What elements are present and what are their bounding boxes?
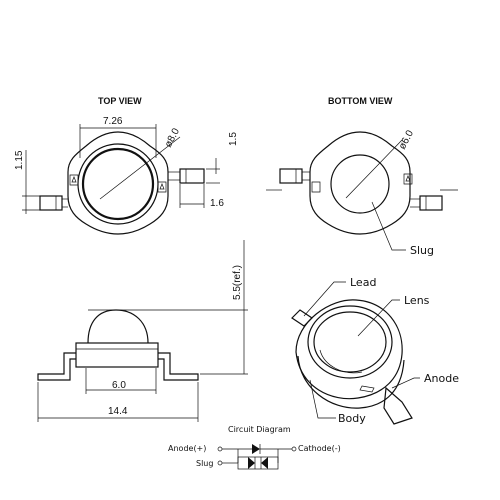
dim-60-label: ø6.0 bbox=[397, 128, 416, 151]
bottom-lead-right bbox=[419, 195, 443, 211]
top-polarity-mark-left bbox=[69, 174, 79, 186]
iso-body-side bbox=[297, 355, 405, 409]
circuit-diode-main bbox=[252, 444, 260, 454]
top-view-title: TOP VIEW bbox=[98, 96, 142, 106]
bottom-lead-left bbox=[279, 168, 303, 184]
bottom-slug bbox=[330, 154, 390, 214]
circuit-diagram: Circuit Diagram Anode(+) Cathode(-) Slug bbox=[168, 425, 341, 470]
iso-lens bbox=[313, 311, 387, 373]
dim-height-ref-label: 5.5(ref.) bbox=[232, 265, 243, 300]
iso-lead-right bbox=[383, 386, 413, 425]
side-lead-right bbox=[158, 352, 199, 381]
slug-label: Slug bbox=[410, 244, 434, 257]
circuit-title: Circuit Diagram bbox=[228, 425, 291, 434]
circuit-cathode-label: Cathode(-) bbox=[298, 444, 341, 453]
bottom-view-title: BOTTOM VIEW bbox=[328, 96, 393, 106]
dim-726-label: 7.26 bbox=[103, 116, 123, 127]
top-lead-left bbox=[39, 195, 63, 211]
top-outer-ring bbox=[77, 143, 159, 225]
bottom-body-outline bbox=[309, 131, 411, 235]
side-lead-left bbox=[37, 352, 76, 381]
slug-leader bbox=[371, 201, 406, 251]
bottom-view: ø6.0 Slug bbox=[266, 128, 458, 257]
top-polarity-mark-right bbox=[157, 181, 167, 193]
top-lead-right bbox=[179, 168, 205, 184]
dim-115-label: 1.15 bbox=[14, 150, 25, 170]
circuit-slug-label: Slug bbox=[196, 459, 213, 468]
body-label: Body bbox=[338, 412, 366, 425]
iso-lens-ring bbox=[307, 305, 393, 379]
lead-label: Lead bbox=[350, 276, 376, 289]
dim-total-144-label: 14.4 bbox=[108, 406, 128, 417]
side-lens-dome bbox=[87, 309, 149, 344]
lens-label: Lens bbox=[404, 294, 430, 307]
top-lens bbox=[81, 147, 155, 221]
dim-lens-60-label: 6.0 bbox=[112, 380, 126, 391]
side-body bbox=[75, 342, 159, 368]
top-view: 7.26 ø8.0 1.5 1.15 1.6 bbox=[14, 116, 239, 235]
top-diameter-line bbox=[99, 136, 181, 200]
dim-16-label: 1.6 bbox=[210, 198, 224, 209]
anode-label: Anode bbox=[424, 372, 459, 385]
isometric-view: Lead Lens Anode Body bbox=[291, 276, 459, 425]
circuit-diode-esd-1 bbox=[248, 457, 255, 469]
circuit-diode-esd-2 bbox=[261, 457, 268, 469]
side-view: 5.5(ref.) 6.0 14.4 bbox=[37, 240, 248, 422]
circuit-anode-label: Anode(+) bbox=[168, 444, 206, 453]
dim-15-label: 1.5 bbox=[228, 132, 239, 146]
iso-lead-left bbox=[291, 309, 313, 327]
iso-body bbox=[295, 299, 403, 400]
